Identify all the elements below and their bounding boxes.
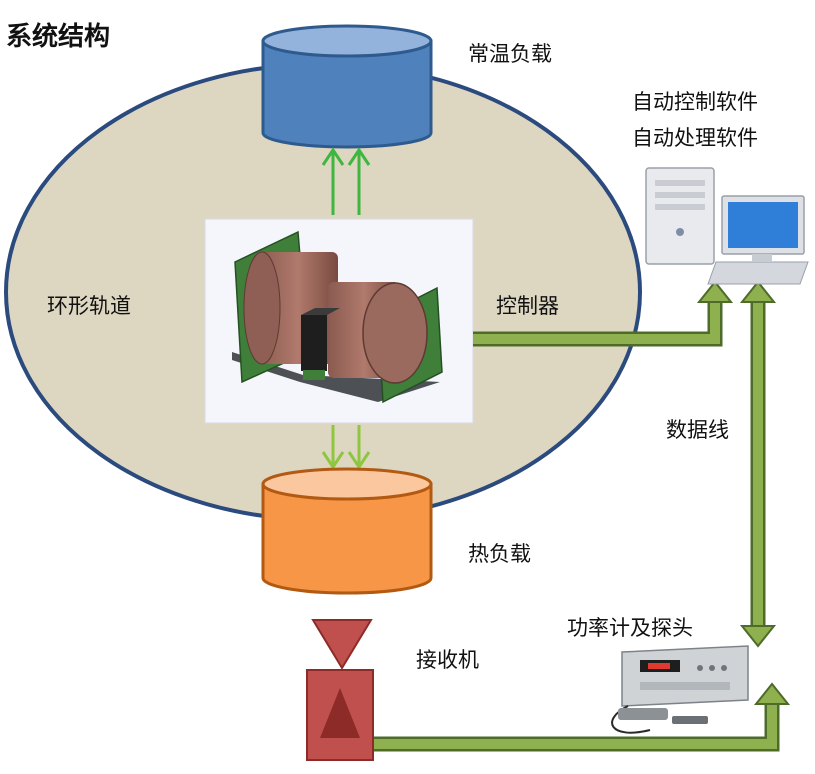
diagram-title: 系统结构 [6, 22, 111, 52]
software-label-line2: 自动处理软件 [632, 126, 758, 150]
receiver-label: 接收机 [416, 648, 479, 672]
ambient-load-label: 常温负载 [468, 42, 552, 66]
power-meter-icon [611, 645, 749, 734]
controller-label: 控制器 [496, 294, 559, 318]
computer-icon [645, 167, 809, 285]
ambient-load-cylinder [261, 24, 433, 149]
controller-data-pipe [473, 280, 734, 347]
data-line-label: 数据线 [666, 418, 729, 442]
ring-track-label: 环形轨道 [47, 294, 131, 318]
hot-load-cylinder [261, 467, 433, 595]
ambient-load-signal-arrows [321, 147, 371, 215]
receiver-data-pipe [372, 682, 791, 752]
data-line-pipe [739, 280, 777, 648]
hot-load-label: 热负载 [468, 542, 531, 566]
receiver-icon [306, 619, 374, 761]
device-photo [204, 218, 474, 424]
hot-load-signal-arrows [321, 425, 371, 470]
software-label-line1: 自动控制软件 [632, 90, 758, 114]
power-meter-label: 功率计及探头 [567, 616, 693, 640]
